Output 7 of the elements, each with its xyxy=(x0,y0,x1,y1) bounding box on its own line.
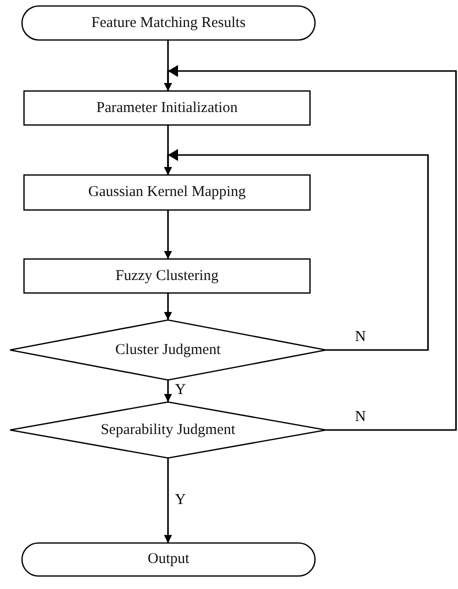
node-label: Separability Judgment xyxy=(100,422,236,438)
node-label: Output xyxy=(148,551,190,568)
node-label: Feature Matching Results xyxy=(91,14,246,32)
node-label: Parameter Initialization xyxy=(96,100,238,116)
node-label: Fuzzy Clustering xyxy=(116,268,218,284)
node-label: Cluster Judgment xyxy=(115,342,221,358)
node-label: Gaussian Kernel Mapping xyxy=(88,184,246,201)
